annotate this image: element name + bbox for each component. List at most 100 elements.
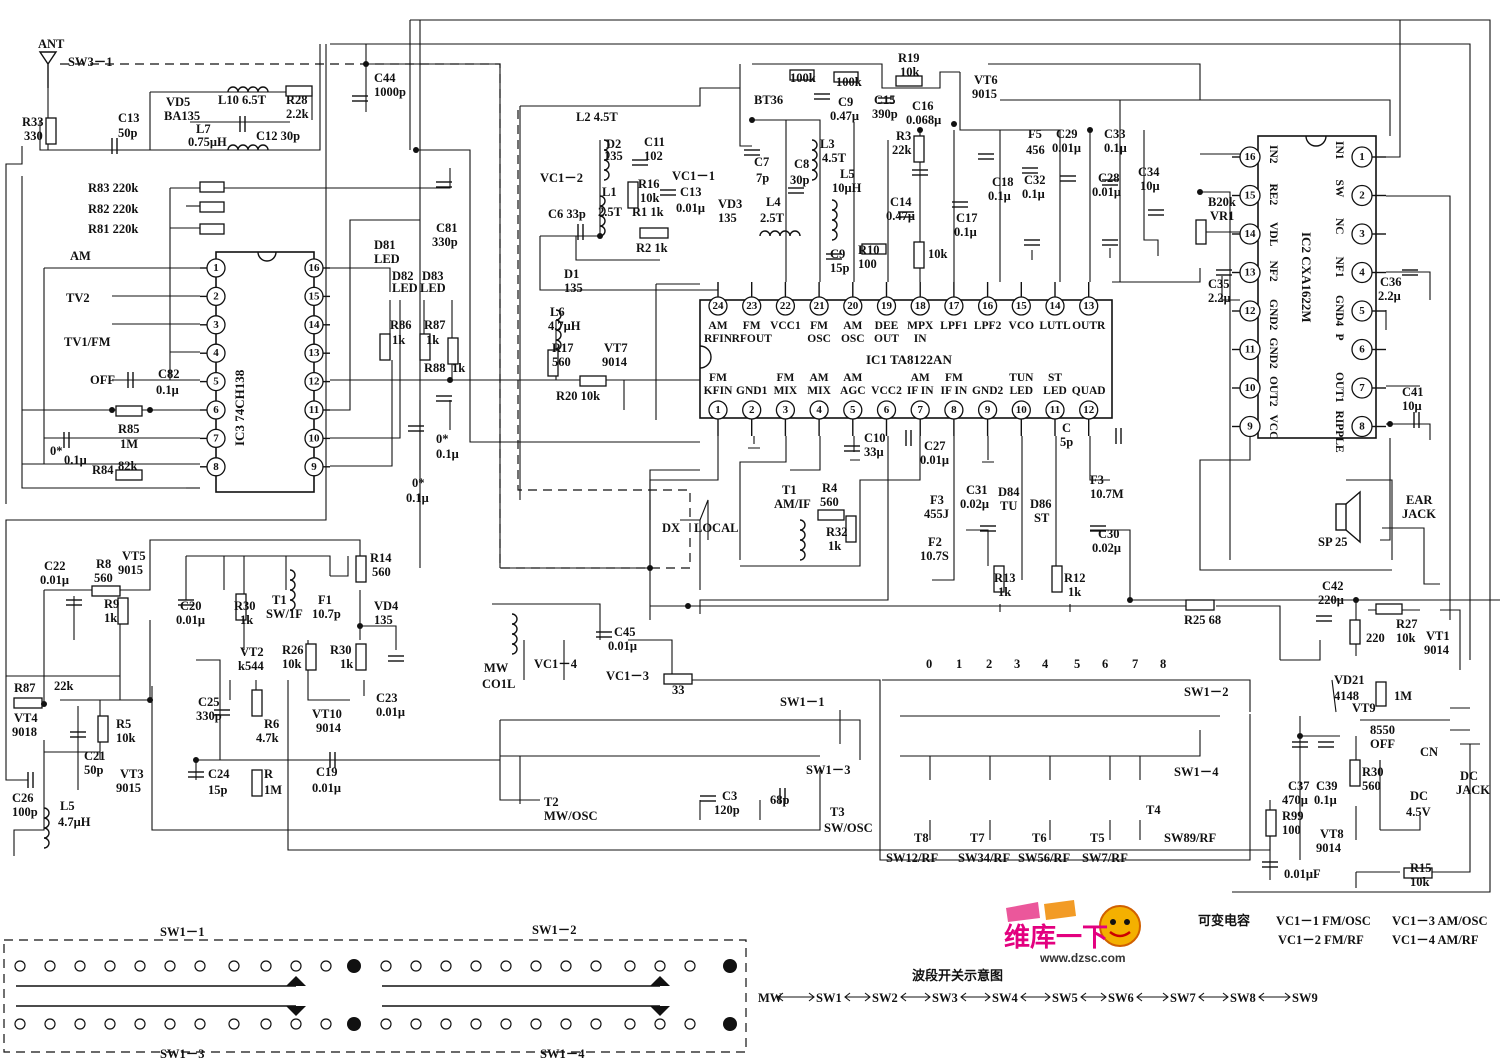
component-label: LED — [374, 252, 400, 266]
ic2-notch — [1305, 135, 1327, 147]
switch-contact — [347, 959, 361, 973]
component-label: 9014 — [1316, 841, 1342, 855]
component-label: R88 — [424, 361, 446, 375]
component-label: VT4 — [14, 711, 38, 725]
junction-dot — [1297, 733, 1303, 739]
ic3-pin — [206, 428, 226, 449]
ic3-notch — [257, 251, 277, 262]
component-label: SW89/RF — [1164, 831, 1216, 845]
component-label: C13 — [680, 185, 702, 199]
ic3-pin-number: 3 — [213, 319, 219, 331]
band-sequence-item: SW8 — [1230, 991, 1256, 1005]
component-label: 0.02μ — [960, 497, 989, 511]
component-label: R20 10k — [556, 389, 600, 403]
component-label: 102 — [644, 149, 663, 163]
component-label: R33 — [22, 115, 44, 129]
ic2-pin — [1239, 300, 1261, 322]
component-label: 1k — [240, 613, 253, 627]
wire — [330, 267, 391, 292]
resistor — [45, 117, 57, 145]
component-label: 22k — [54, 679, 74, 693]
component-label: 0.1μ — [954, 225, 977, 239]
component-label: C29 — [1056, 127, 1078, 141]
component-label: 1M — [1394, 689, 1412, 703]
wire — [1000, 99, 1391, 136]
ic2-pin-label: NF2 — [1267, 261, 1279, 282]
switch-rail — [16, 985, 660, 1007]
component-label: LED — [420, 281, 446, 295]
component-label: 0.068μ — [906, 113, 941, 127]
component-label: 4.5T — [822, 151, 847, 165]
wire — [560, 282, 719, 291]
resistor — [305, 643, 317, 671]
component-label: R13 — [994, 571, 1016, 585]
ic2-pin-label: OUT1 — [1333, 372, 1345, 403]
junction-dot — [749, 117, 755, 123]
component-label: VT5 — [122, 549, 146, 563]
variable-capacitor-legend: 可变电容 VC1－1 FM/OSC VC1－2 FM/RF VC1－3 AM/O… — [1198, 913, 1488, 947]
ic2-pin-label: NF1 — [1333, 257, 1345, 278]
component-label: ST — [1034, 511, 1050, 525]
component-label: R87 — [14, 681, 36, 695]
junction-dot — [357, 623, 363, 629]
component-label: 4148 — [1334, 689, 1359, 703]
switch-contact — [290, 1018, 302, 1030]
wire — [5, 660, 120, 677]
component-label: 22k — [892, 143, 912, 157]
component-label: 1k — [998, 585, 1011, 599]
wire — [523, 640, 565, 680]
component-label: CO1L — [482, 677, 515, 691]
resistor — [117, 597, 129, 625]
component-label: C23 — [376, 691, 398, 705]
component-label: D86 — [1030, 497, 1052, 511]
ic3-pin — [304, 258, 324, 278]
resistor — [913, 241, 925, 269]
ic2-pin — [1239, 377, 1261, 399]
ic3-name: IC3 74CH138 — [232, 369, 247, 446]
resistor — [1195, 219, 1207, 245]
wire — [575, 236, 660, 261]
component-label: 82k — [118, 459, 138, 473]
wire — [699, 436, 889, 614]
watermark-logo-icon: 维库一下 www.dzsc.com — [1004, 900, 1141, 965]
component-label: 0.01μ — [312, 781, 341, 795]
resistor — [1403, 867, 1433, 879]
component-label: JACK — [1456, 783, 1490, 797]
resistor — [1265, 809, 1277, 837]
ic1-pin — [708, 296, 728, 316]
wire — [1331, 679, 1337, 713]
switch-contact — [134, 1018, 146, 1030]
component-label: R8 — [96, 557, 111, 571]
switch-contact — [320, 1018, 332, 1030]
component-label: 5p — [1060, 435, 1073, 449]
wire — [330, 360, 393, 467]
switch-contact — [624, 960, 636, 972]
component-label: R19 — [898, 51, 920, 65]
ic1-pin-label: AM — [708, 320, 727, 332]
component-label: 10.7M — [1090, 487, 1124, 501]
ic1-pin-label: OUT — [874, 333, 899, 345]
switch-contact — [590, 960, 602, 972]
component-label: R1 1k — [632, 205, 664, 219]
component-label: TU — [1000, 499, 1017, 513]
wire — [120, 44, 321, 151]
ic3-pin — [206, 258, 226, 278]
component-label: VT2 — [240, 645, 264, 659]
resistor — [13, 697, 43, 709]
component-label: 10k — [1410, 875, 1430, 889]
component-label: 7 — [1132, 657, 1138, 671]
component-label: 10k — [928, 247, 948, 261]
component-label: 1k — [340, 657, 353, 671]
band-sequence-item: MW — [758, 991, 783, 1005]
ic1-pin — [1011, 296, 1031, 316]
ic1-pin-label: VCO — [1009, 320, 1035, 332]
component-label: EAR — [1406, 493, 1433, 507]
ic2-pin-number: 12 — [1245, 305, 1257, 317]
component-label: 0.01μ — [920, 453, 949, 467]
ic2-pin — [1239, 184, 1261, 207]
component-label: 4.7μH — [548, 319, 581, 333]
switch-contact — [74, 1018, 86, 1030]
wire — [1430, 744, 1471, 873]
